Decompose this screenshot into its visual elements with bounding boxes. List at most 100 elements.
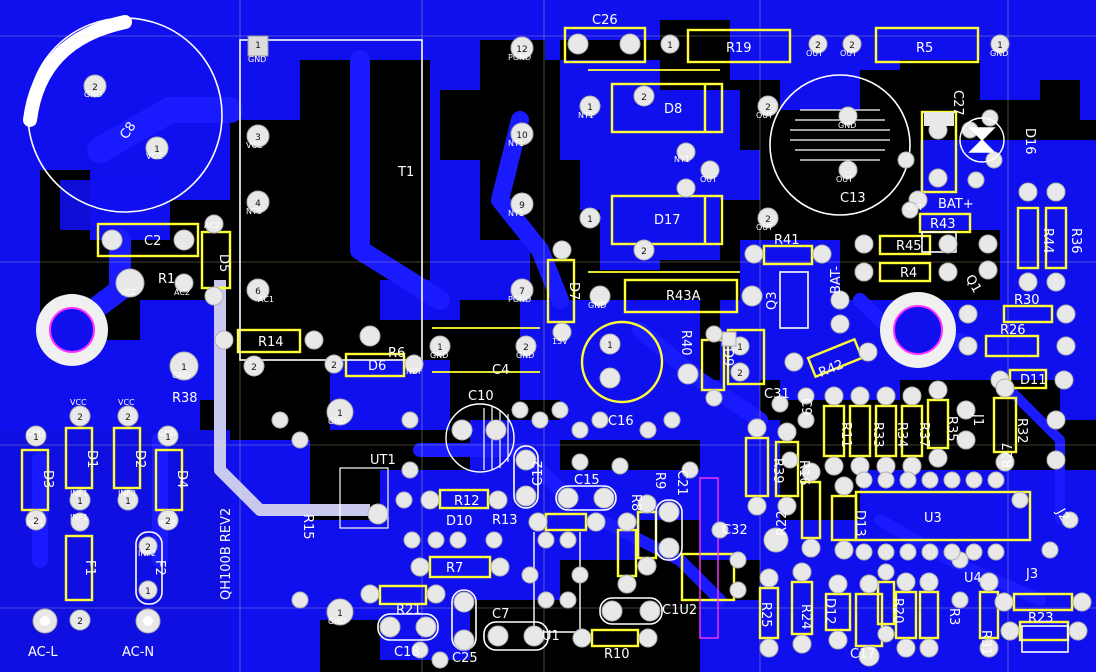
pads-layer (25, 33, 1092, 669)
j3-outline (1012, 592, 1074, 612)
svg-text:2: 2 (765, 215, 771, 225)
label-r8: R8 (628, 494, 643, 511)
r20-outline (876, 580, 896, 626)
label-r43a: R43A (666, 289, 701, 304)
pin-label-ac2: AC2 (204, 221, 220, 230)
label-r10: R10 (604, 647, 630, 662)
label-r14: R14 (258, 335, 284, 350)
svg-text:2: 2 (33, 517, 39, 527)
label-r32: R32 (1014, 418, 1029, 444)
r26-outline (984, 334, 1040, 358)
svg-text:1: 1 (145, 587, 151, 597)
label-r7: R7 (446, 561, 463, 576)
pin-label-out: OUT (700, 175, 717, 184)
r14-outline (236, 328, 302, 354)
label-d4: D4 (174, 470, 189, 488)
c31-outline (726, 328, 766, 386)
label-c27: C27 (950, 90, 965, 116)
r3-outline (918, 590, 940, 640)
label-j2: J2 (1052, 505, 1072, 524)
label-ut1: UT1 (370, 453, 396, 468)
pin-label-inf1: INF1 (70, 489, 88, 498)
r34-outline (848, 404, 872, 458)
ac-n-label: AC-N (122, 645, 154, 660)
r16-outline (774, 440, 800, 498)
pin-label-gnd: GND (26, 429, 44, 438)
mounting-holes (36, 292, 956, 368)
f2-outline (135, 531, 163, 605)
label-r3: R3 (946, 608, 961, 625)
c7-outline (483, 621, 549, 651)
label-r30: R30 (1014, 293, 1040, 308)
svg-text:1: 1 (181, 363, 187, 373)
label-r20: R20 (890, 598, 905, 624)
label-r33: R33 (870, 422, 885, 448)
label-d5: D5 (216, 254, 231, 272)
pin-label-nt6: NT6 (246, 207, 262, 216)
pin-label-out: OUT (756, 223, 773, 232)
pin-label-pgnd: PGND (508, 295, 531, 304)
pin-net-labels: GND GND VCC VCC NT6 PGND NT1 NT1 PGND NT… (26, 49, 1008, 626)
f1-outline (64, 534, 94, 602)
r11-outline (822, 404, 846, 458)
pin-label-out: OUT (840, 49, 857, 58)
svg-text:1: 1 (587, 215, 593, 225)
pin-label-inf2: INF2 (118, 489, 136, 498)
c21-outline (655, 499, 683, 561)
r31-outline (978, 590, 1000, 640)
r5-outline (874, 26, 980, 64)
label-c9: C9 (798, 398, 813, 415)
d6-outline (344, 352, 406, 378)
svg-text:2: 2 (77, 617, 83, 627)
svg-text:9: 9 (519, 201, 525, 211)
r12-outline (438, 488, 490, 510)
label-c16: C16 (608, 414, 634, 429)
pin-label-gnd: GND (172, 371, 190, 380)
label-d2: D2 (132, 450, 147, 468)
svg-text:12: 12 (516, 45, 527, 55)
svg-text:1: 1 (337, 609, 343, 619)
svg-text:2: 2 (125, 413, 131, 423)
label-bat-minus: BAT- (829, 265, 844, 294)
label-c26: C26 (592, 13, 618, 28)
label-r12: R12 (454, 494, 480, 509)
label-d13: D13 (852, 510, 867, 537)
label-u4: U4 (964, 571, 982, 586)
r10-outline (590, 628, 640, 648)
r19-outline (686, 28, 792, 64)
r25-outline (758, 586, 780, 640)
label-c17: C17 (850, 647, 876, 662)
label-c15: C15 (574, 473, 600, 488)
label-r39: R39 (770, 458, 785, 484)
label-u3: U3 (924, 511, 942, 526)
label-c18: C18 (394, 645, 420, 660)
label-r25: R25 (758, 602, 773, 628)
label-j1: J1 (970, 413, 985, 426)
pin-label-ac2: AC2 (174, 288, 190, 297)
label-c12: C12 (531, 460, 546, 486)
pin-label-gnd: GND (158, 429, 176, 438)
label-c32: C32 (722, 523, 748, 538)
label-r19: R19 (726, 41, 752, 56)
label-r22: R22 (775, 510, 790, 536)
r45-outline (878, 234, 932, 256)
label-d11: D11 (1020, 373, 1047, 388)
svg-text:1: 1 (125, 497, 131, 507)
label-f2: F2 (152, 560, 167, 576)
u3-outline (854, 490, 1032, 542)
label-r43: R43 (930, 217, 956, 232)
svg-text:2: 2 (331, 361, 337, 371)
label-r37: R37 (916, 422, 931, 448)
pin-label-vcc: VCC (70, 398, 87, 407)
c2-outline (96, 222, 200, 258)
label-d17: D17 (654, 213, 681, 228)
r4-outline (878, 261, 932, 283)
svg-text:2: 2 (145, 543, 151, 553)
board-name-label: QH100B REV2 (219, 508, 234, 600)
label-c7: C7 (492, 607, 509, 622)
svg-text:2: 2 (523, 343, 529, 353)
svg-text:2: 2 (165, 517, 171, 527)
label-r26: R26 (1000, 323, 1026, 338)
pin-label-pgnd: PGND (508, 53, 531, 62)
label-r38: R38 (172, 391, 198, 406)
